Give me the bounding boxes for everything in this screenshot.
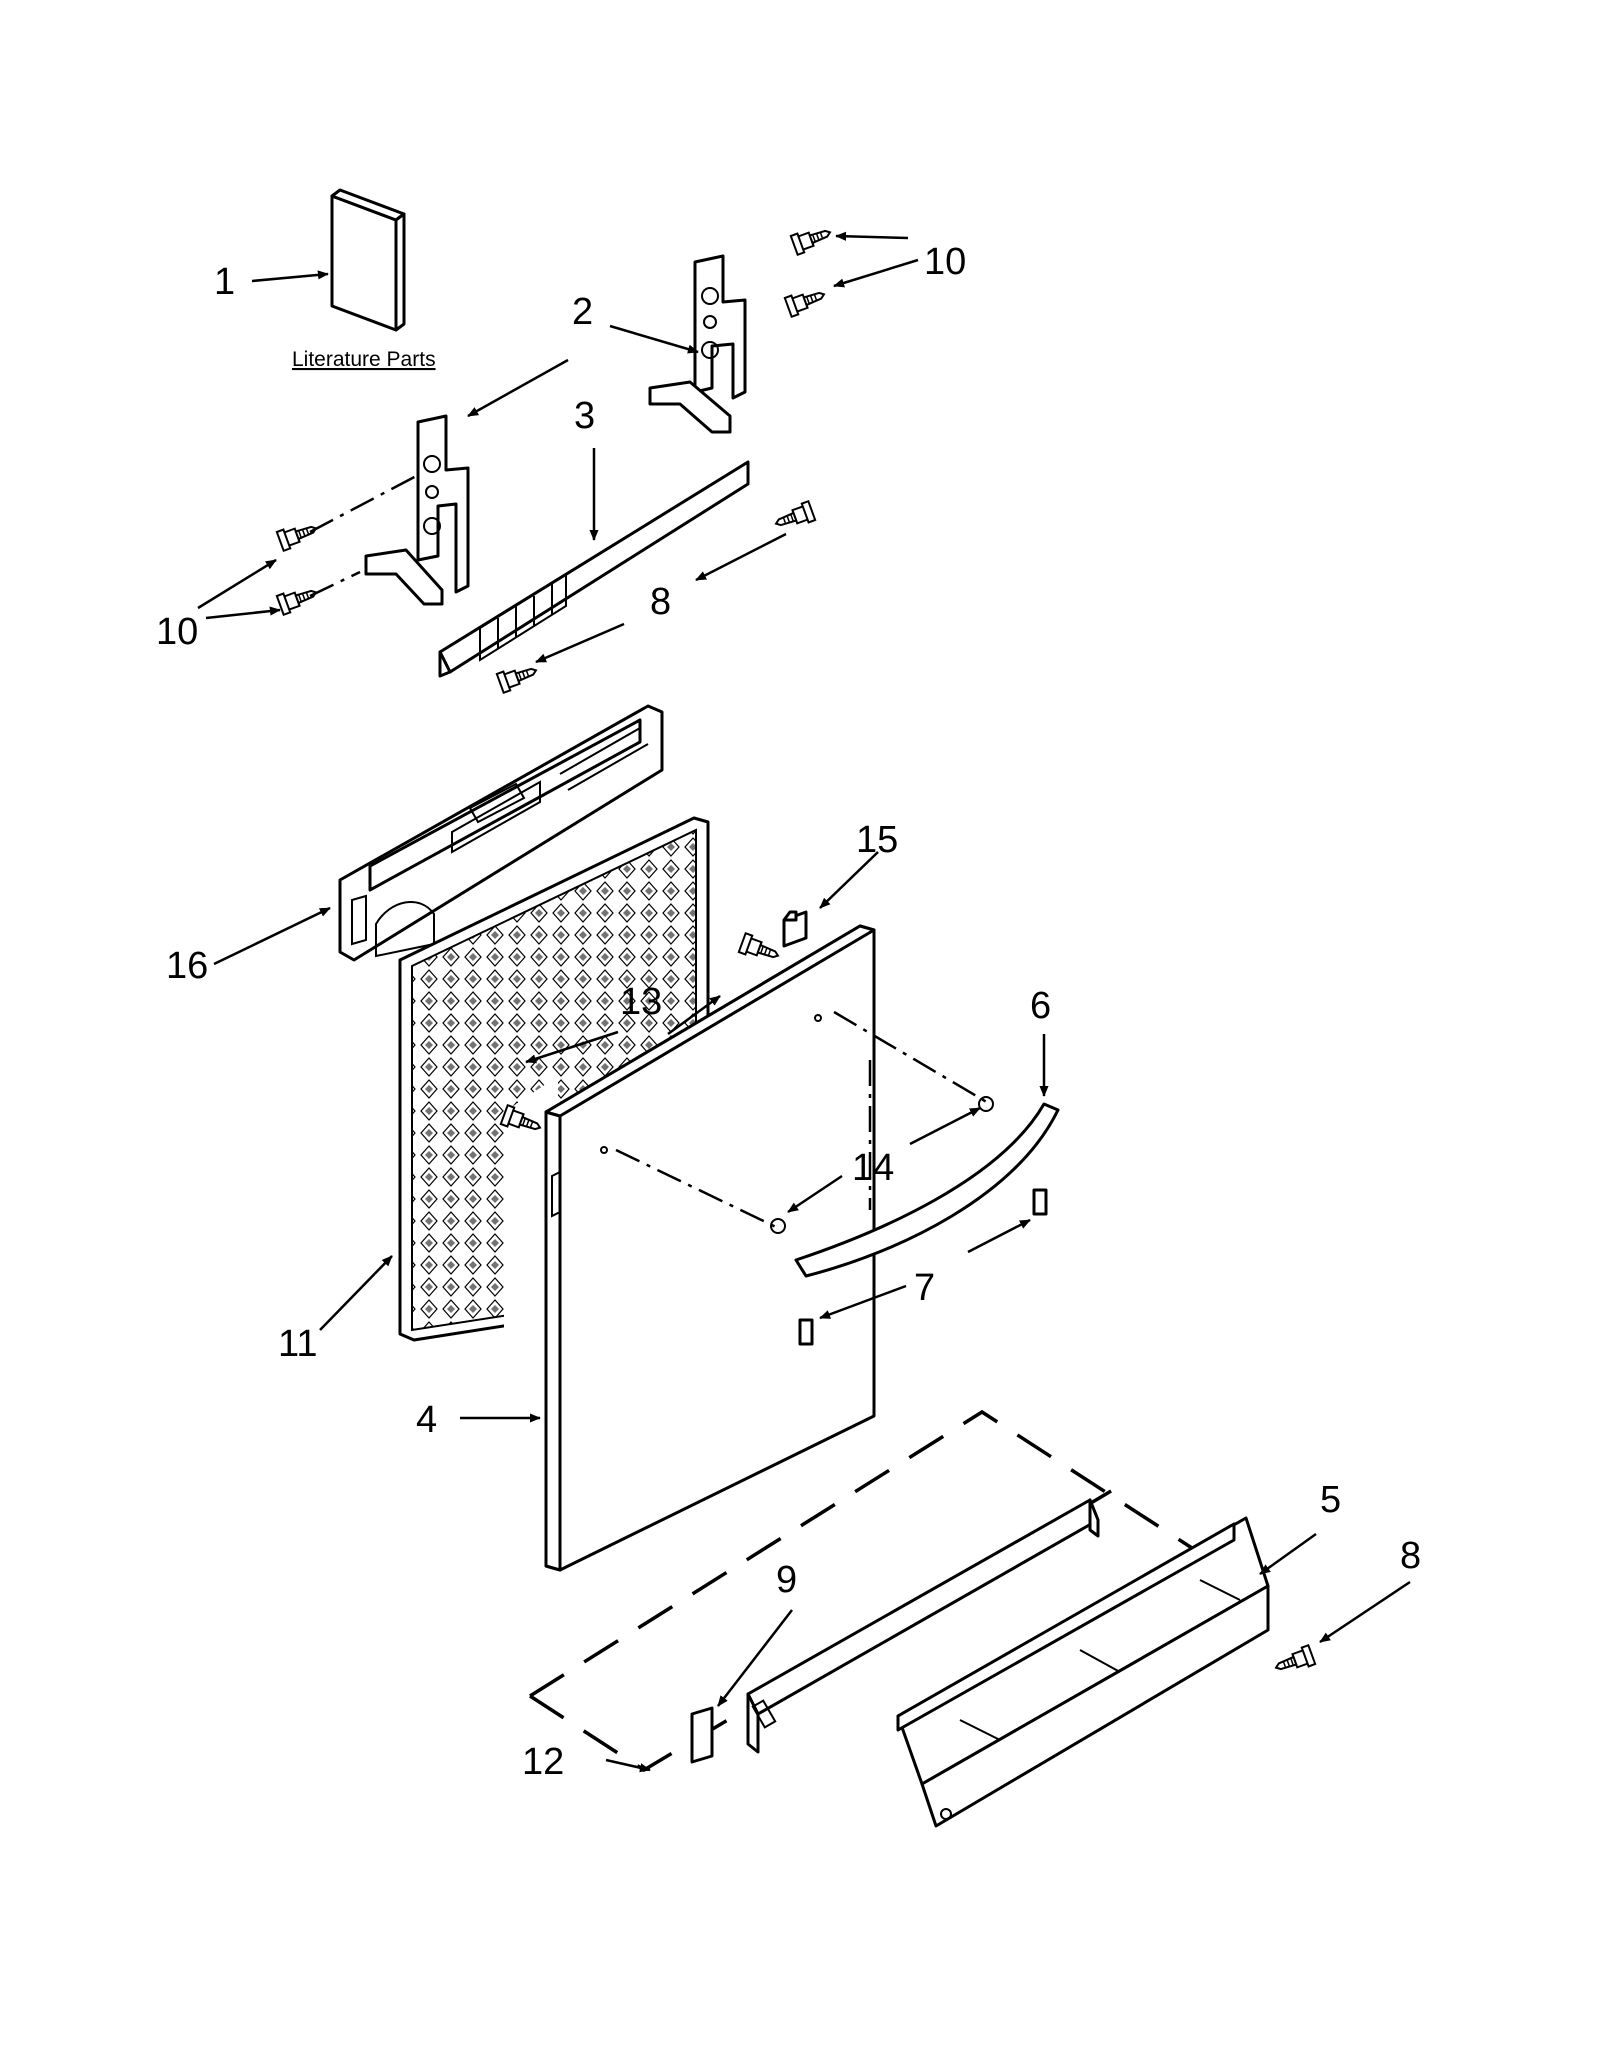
callout-16: 16 [166, 945, 208, 987]
callout-10-upper: 10 [924, 241, 966, 283]
screw-8-rail-right [771, 500, 817, 535]
literature-booklet [330, 188, 406, 332]
callout-6: 6 [1030, 985, 1051, 1027]
callout-5: 5 [1320, 1479, 1341, 1521]
callout-11: 11 [278, 1323, 317, 1365]
callout-4: 4 [416, 1399, 437, 1441]
screw-8-rail-left [495, 659, 541, 694]
callout-12: 12 [522, 1741, 564, 1783]
screw-10-upper-right-b [783, 283, 829, 318]
toe-panel-support [896, 1516, 1270, 1828]
door-latch [782, 910, 808, 948]
left-hinge-bracket [364, 414, 470, 606]
callout-7: 7 [914, 1267, 935, 1309]
screw-10-left-a [275, 517, 321, 552]
right-hinge-bracket [648, 254, 747, 434]
toe-panel-plate [746, 1498, 1100, 1754]
callout-15: 15 [856, 819, 898, 861]
leader-lines [197, 231, 1411, 1773]
screw-path-left-a [309, 472, 421, 534]
callout-3: 3 [574, 395, 595, 437]
callout-1: 1 [214, 261, 235, 303]
handle-path-lower [615, 1148, 779, 1230]
screw-10-upper-right-a [789, 221, 835, 256]
callout-8-rail: 8 [650, 581, 671, 623]
screw-13-upper [737, 932, 783, 967]
door-handle [770, 1096, 1060, 1278]
callout-14: 14 [852, 1147, 894, 1189]
outer-door-panel [504, 924, 876, 1572]
callout-2: 2 [572, 291, 593, 333]
control-module [338, 704, 664, 962]
handle-path-upper [833, 1010, 991, 1106]
screw-8-lower-right [1271, 1644, 1317, 1679]
toe-panel-clip [690, 1706, 714, 1764]
callout-9: 9 [776, 1559, 797, 1601]
callout-8-lower: 8 [1400, 1535, 1421, 1577]
screw-10-left-b [275, 581, 321, 616]
callout-13: 13 [620, 981, 662, 1023]
screw-path-left-b [309, 570, 361, 598]
callout-10-lower: 10 [156, 611, 198, 653]
literature-caption: Literature Parts [292, 348, 436, 371]
handle-stud-left [798, 1318, 814, 1346]
handle-stud-right [1032, 1188, 1048, 1216]
